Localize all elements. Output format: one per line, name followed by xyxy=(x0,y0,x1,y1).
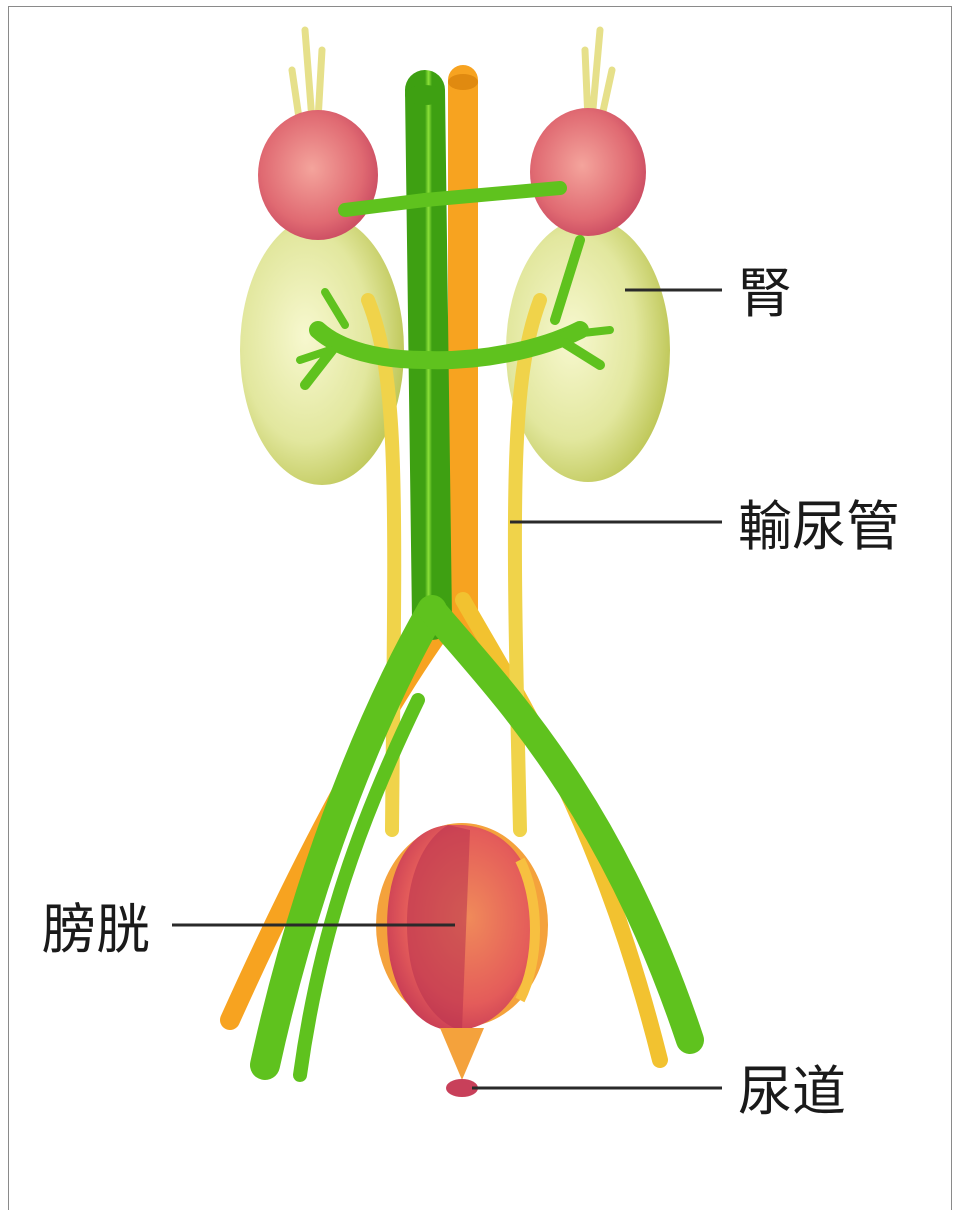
bladder xyxy=(376,823,548,1080)
left-adrenal-gland xyxy=(258,110,378,240)
artery-top-cap xyxy=(448,74,478,90)
ureter-label: 輸尿管 xyxy=(738,495,900,558)
bladder-label: 膀胱 xyxy=(42,898,150,961)
urethra-label: 尿道 xyxy=(738,1060,846,1123)
kidney-label: 腎 xyxy=(738,262,792,325)
right-adrenal-gland xyxy=(530,108,646,236)
vein-top-cap xyxy=(405,85,445,105)
